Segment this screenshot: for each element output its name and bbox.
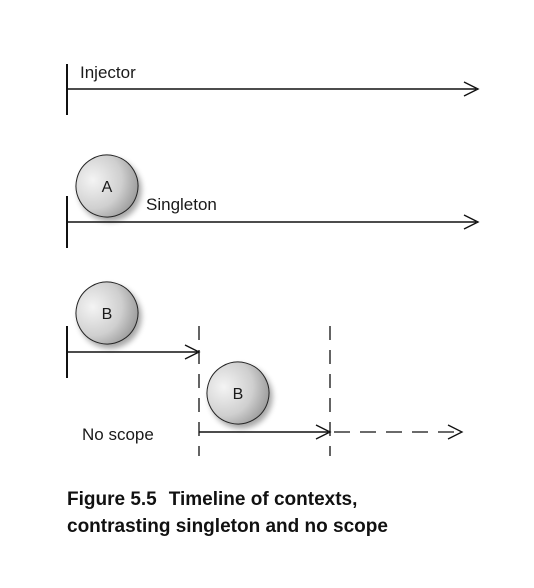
singleton-arrowhead bbox=[463, 214, 480, 230]
instance-b2-arrowhead bbox=[315, 424, 332, 440]
instance-b-arrowhead bbox=[184, 344, 201, 360]
instance-b-label: B bbox=[102, 306, 113, 323]
caption-line-1-text: Timeline of contexts, bbox=[168, 489, 358, 510]
instance-b2-label: B bbox=[233, 386, 244, 403]
instance-a-oval bbox=[75, 154, 139, 218]
singleton-label: Singleton bbox=[146, 195, 217, 214]
injector-label: Injector bbox=[80, 63, 136, 82]
instance-a-label: A bbox=[102, 179, 113, 196]
singleton-timeline: A Singleton bbox=[66, 154, 480, 248]
no-scope-label: No scope bbox=[82, 425, 154, 444]
figure-caption: Figure 5.5 Timeline of contexts, contrast… bbox=[67, 486, 507, 540]
figure-number: Figure 5.5 bbox=[67, 489, 157, 510]
injector-arrowhead bbox=[463, 81, 480, 97]
instance-b2-oval bbox=[206, 361, 270, 425]
instance-b-oval bbox=[75, 281, 139, 345]
no-scope-continuation-arrowhead bbox=[447, 424, 464, 440]
caption-line-2: contrasting singleton and no scope bbox=[67, 516, 388, 537]
no-scope-timeline: B B No scope bbox=[66, 281, 464, 456]
injector-timeline: Injector bbox=[66, 63, 480, 115]
caption-line-1: Figure 5.5 Timeline of contexts, bbox=[67, 486, 507, 513]
